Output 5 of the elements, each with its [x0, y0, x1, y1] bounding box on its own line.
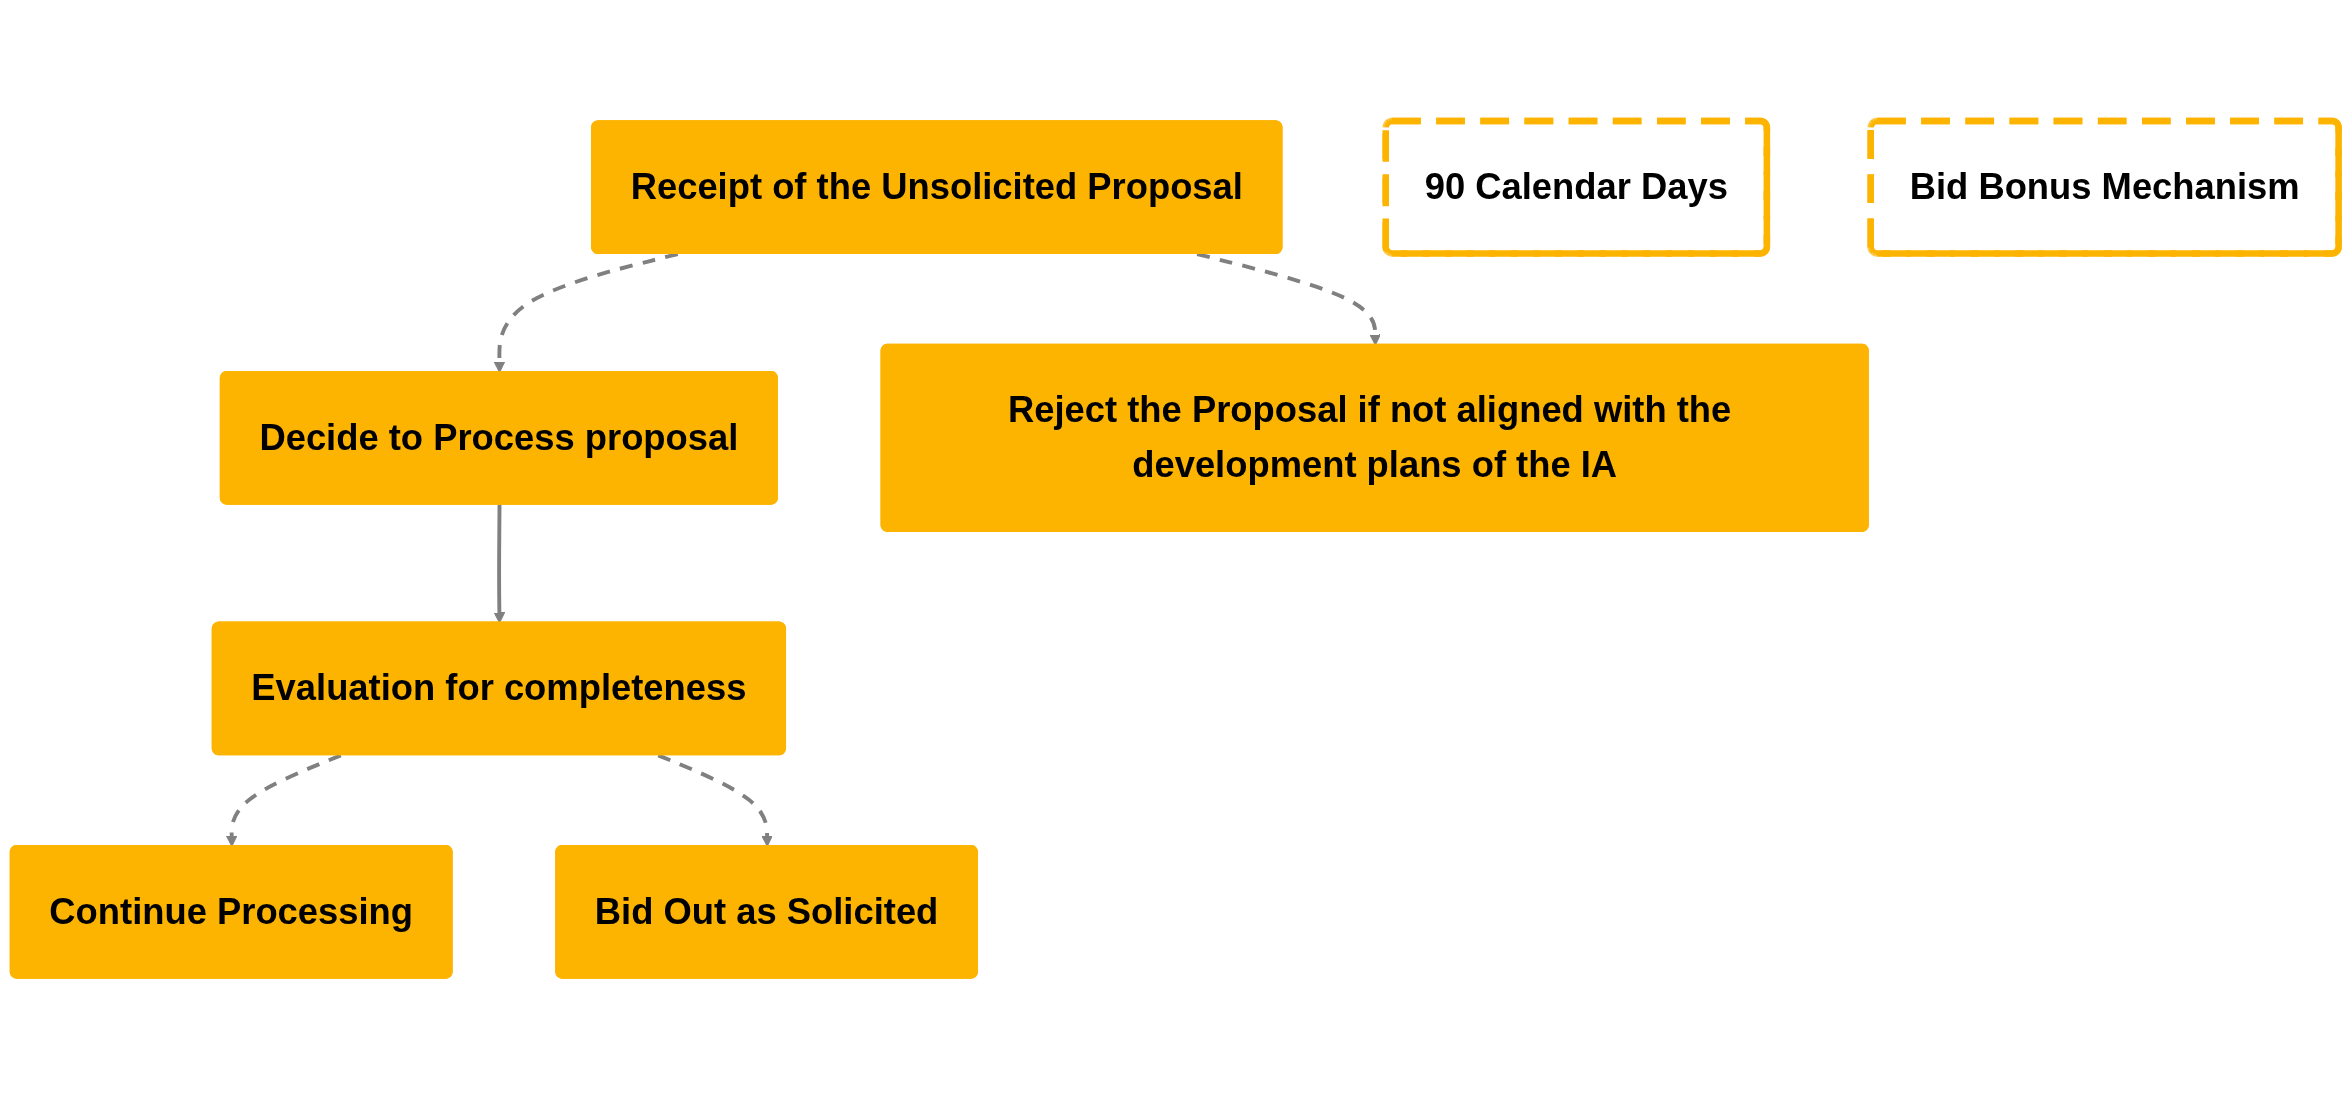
arrow — [226, 753, 342, 847]
arrow — [1196, 252, 1381, 346]
arrow — [493, 504, 506, 624]
arrow — [657, 753, 773, 847]
arrow — [493, 252, 679, 373]
